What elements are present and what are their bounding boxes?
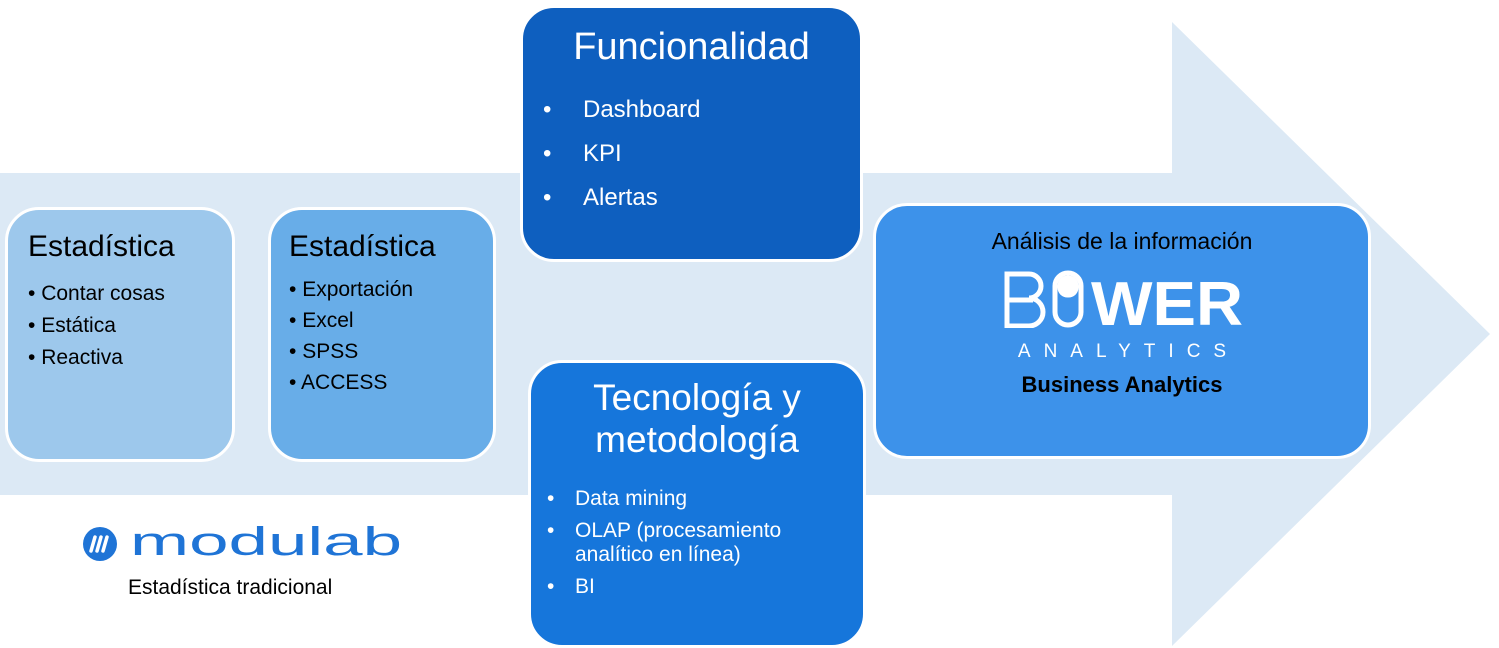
modulab-logo: modulab [83,524,402,564]
list-item: ACCESS [289,367,413,398]
box-title-line: metodología [595,419,799,460]
estadistica-exportacion-box: Estadística Exportación Excel SPSS ACCES… [268,207,496,462]
brand-subtext: ANALYTICS [1017,341,1240,362]
funcionalidad-box: Funcionalidad Dashboard KPI Alertas [520,5,863,262]
bower-logo: WER [1004,270,1243,328]
tecnologia-metodologia-box: Tecnología y metodología Data mining OLA… [528,360,866,648]
list-item: Data mining [547,487,853,511]
bower-logo-text: WER [1091,270,1243,328]
list-item: Exportación [289,274,413,305]
feature-list: Exportación Excel SPSS ACCESS [289,274,413,398]
box-title: Estadística [289,230,436,263]
box-title: Tecnología y metodología [531,377,863,461]
list-item: OLAP (procesamiento analítico en línea) [547,519,853,567]
feature-list: Data mining OLAP (procesamiento analític… [547,487,853,607]
bower-analytics-box: Análisis de la información WER ANALYTICS… [873,203,1371,459]
list-item: KPI [543,132,700,176]
estadistica-basica-box: Estadística Contar cosas Estática Reacti… [5,207,235,462]
box-title-line: Tecnología y [593,377,801,418]
list-item: Reactiva [28,342,165,374]
list-item: SPSS [289,336,413,367]
feature-list: Contar cosas Estática Reactiva [28,278,165,374]
box-subtitle: Análisis de la información [991,228,1253,254]
feature-list: Dashboard KPI Alertas [543,88,700,220]
box-tagline: Business Analytics [1021,372,1223,397]
box-title: Funcionalidad [573,26,810,68]
list-item: Estática [28,310,165,342]
modulab-caption: Estadística tradicional [128,576,333,599]
list-item: Dashboard [543,88,700,132]
list-item: Alertas [543,176,700,220]
list-item: Excel [289,305,413,336]
list-item: Contar cosas [28,278,165,310]
modulab-logo-text: modulab [130,524,402,564]
box-title: Estadística [28,230,175,263]
list-item: BI [547,575,853,599]
